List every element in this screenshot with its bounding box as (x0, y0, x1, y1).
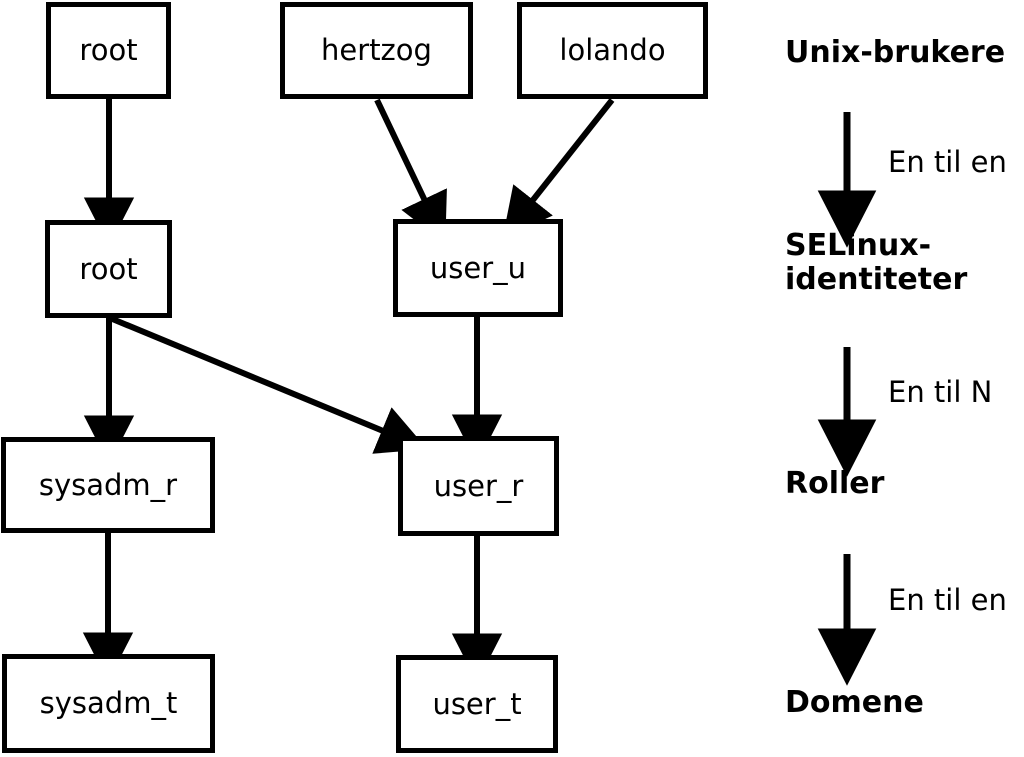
node-label: hertzog (321, 33, 432, 67)
legend-relation-unix-to-selinux: En til en (888, 145, 1007, 179)
node-unix-hertzog[interactable]: hertzog (280, 2, 473, 99)
edge-hertzog-to-user-u (374, 98, 447, 244)
legend-level-roles: Roller (785, 466, 885, 501)
node-label: root (79, 251, 138, 286)
node-unix-root[interactable]: root (46, 2, 171, 99)
edge-root-to-user-r (108, 315, 428, 454)
node-label: sysadm_t (39, 686, 178, 720)
legend-relation-roles-to-domains: En til en (888, 583, 1007, 617)
node-label: lolando (559, 33, 666, 67)
node-label: sysadm_r (38, 467, 178, 502)
node-role-user-r[interactable]: user_r (398, 436, 559, 536)
node-domain-sysadm-t[interactable]: sysadm_t (2, 654, 215, 753)
node-label: user_r (433, 468, 524, 503)
edge-lolando-to-user-u (502, 98, 615, 239)
legend-level-domains: Domene (785, 685, 924, 720)
legend-relation-selinux-to-roles: En til N (888, 375, 993, 409)
node-selinux-root[interactable]: root (45, 220, 172, 318)
legend-level-selinux-identities: SELinux- identiteter (785, 228, 968, 297)
legend-level-unix-users: Unix-brukere (785, 35, 1006, 70)
node-label: root (79, 33, 138, 67)
node-unix-lolando[interactable]: lolando (517, 2, 708, 99)
node-domain-user-t[interactable]: user_t (396, 655, 558, 753)
node-selinux-user-u[interactable]: user_u (393, 219, 563, 317)
node-role-sysadm-r[interactable]: sysadm_r (1, 437, 215, 533)
node-label: user_t (432, 686, 522, 721)
node-label: user_u (429, 250, 527, 285)
